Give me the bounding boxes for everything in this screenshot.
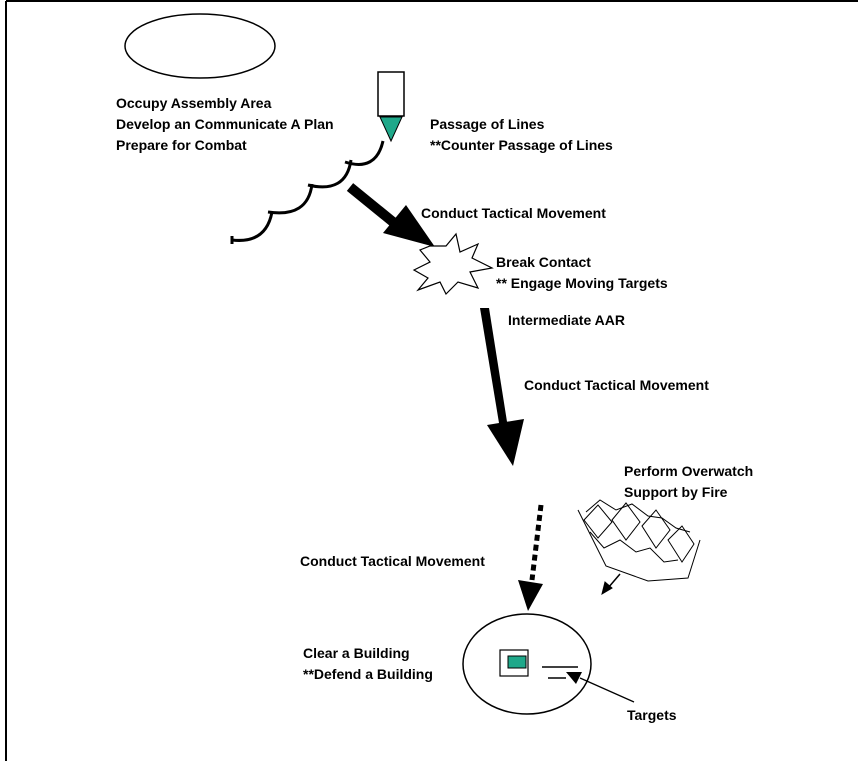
passage-marker-teal-triangle [379,116,403,143]
line-of-contact-scallops [231,140,385,242]
assembly-label-occupy: Occupy Assembly Area [116,95,272,111]
movement-label-2: Conduct Tactical Movement [524,377,709,393]
movement-label-3: Conduct Tactical Movement [300,553,485,569]
support-by-fire-label: Support by Fire [624,484,728,500]
movement-arrow-2 [480,308,524,466]
targets-pointer-arrow [566,672,635,703]
assembly-area-ellipse [124,13,276,79]
clear-building-label: Clear a Building [303,645,410,661]
overwatch-position-icon [577,499,701,596]
assembly-label-prepare: Prepare for Combat [116,137,247,153]
passage-of-lines-marker [377,71,405,143]
intermediate-aar-label: Intermediate AAR [508,312,625,328]
target-markers [542,666,578,679]
movement-arrow-1 [346,183,435,247]
building-icon [499,649,529,677]
counter-passage-label: **Counter Passage of Lines [430,137,613,153]
defend-building-label: **Defend a Building [303,666,433,682]
break-contact-burst-icon [412,232,494,296]
passage-of-lines-label: Passage of Lines [430,116,545,132]
movement-label-1: Conduct Tactical Movement [421,205,606,221]
objective-ellipse [462,613,592,715]
overwatch-label: Perform Overwatch [624,463,754,479]
dashed-movement-arrow [518,504,544,611]
engage-moving-targets-label: ** Engage Moving Targets [496,275,668,291]
assembly-label-develop: Develop an Communicate A Plan [116,116,334,132]
break-contact-label: Break Contact [496,254,591,270]
targets-label: Targets [627,707,677,723]
